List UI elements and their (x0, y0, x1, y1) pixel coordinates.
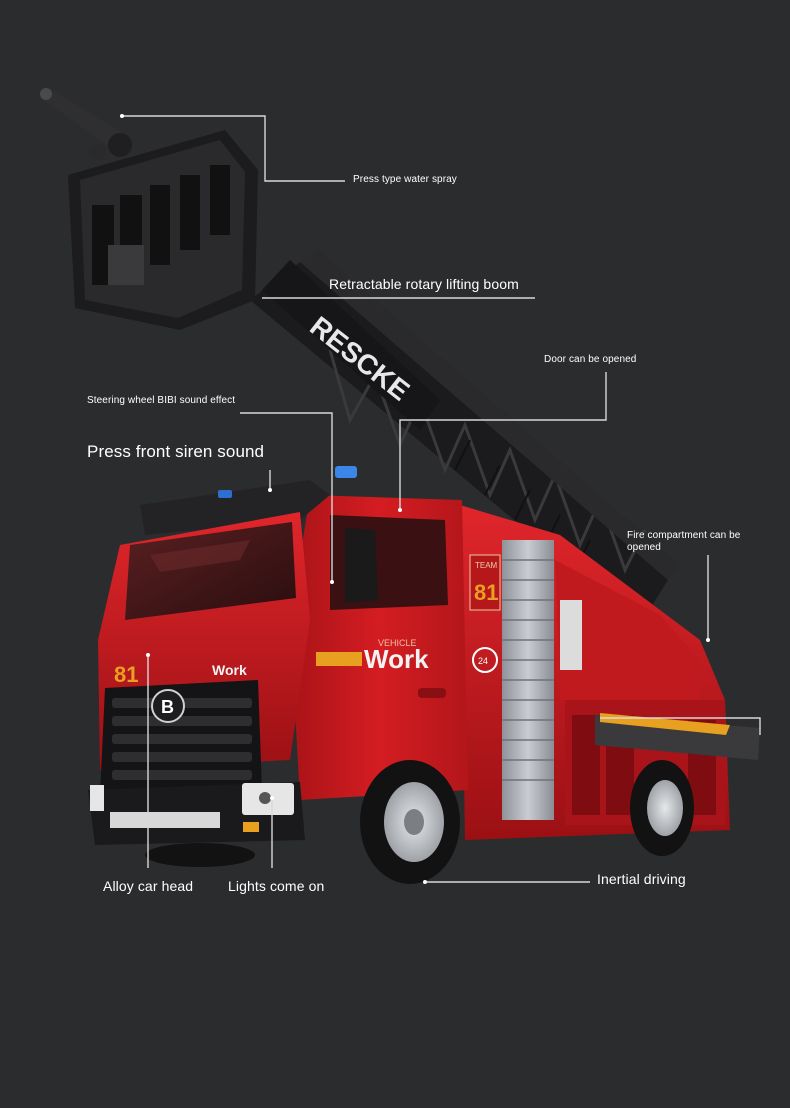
label-water-spray: Press type water spray (353, 174, 457, 185)
front-wheel (360, 760, 460, 884)
truck-body: TEAM 81 24 (460, 505, 760, 840)
label-fire-compartment-line1: Fire compartment can be (627, 530, 741, 541)
label-fire-compartment-line2: opened (627, 542, 661, 553)
team-label: TEAM (475, 561, 498, 570)
label-lifting-boom: Retractable rotary lifting boom (329, 276, 519, 292)
rear-wheel (630, 760, 694, 856)
front-number: 81 (114, 662, 138, 687)
label-door: Door can be opened (544, 354, 637, 365)
callout-lines (122, 115, 761, 883)
rescue-basket (68, 130, 258, 330)
front-word: Work (212, 662, 247, 678)
side-big-text: Work (364, 644, 429, 674)
label-car-head: Alloy car head (103, 878, 194, 894)
label-steering: Steering wheel BIBI sound effect (87, 395, 236, 406)
label-lights: Lights come on (228, 878, 325, 894)
under-shadow (145, 843, 255, 867)
water-nozzle (40, 88, 132, 160)
lifting-boom: RESCKE (250, 250, 680, 625)
label-inertial: Inertial driving (597, 871, 686, 887)
team-number: 81 (474, 580, 498, 605)
badge-number: 24 (478, 656, 488, 666)
side-small-text: VEHICLE (378, 638, 417, 648)
label-front-siren: Press front siren sound (87, 442, 265, 461)
grille-logo: B (161, 697, 174, 717)
truck-cab: VEHICLE Work 81 Work B (88, 466, 468, 845)
